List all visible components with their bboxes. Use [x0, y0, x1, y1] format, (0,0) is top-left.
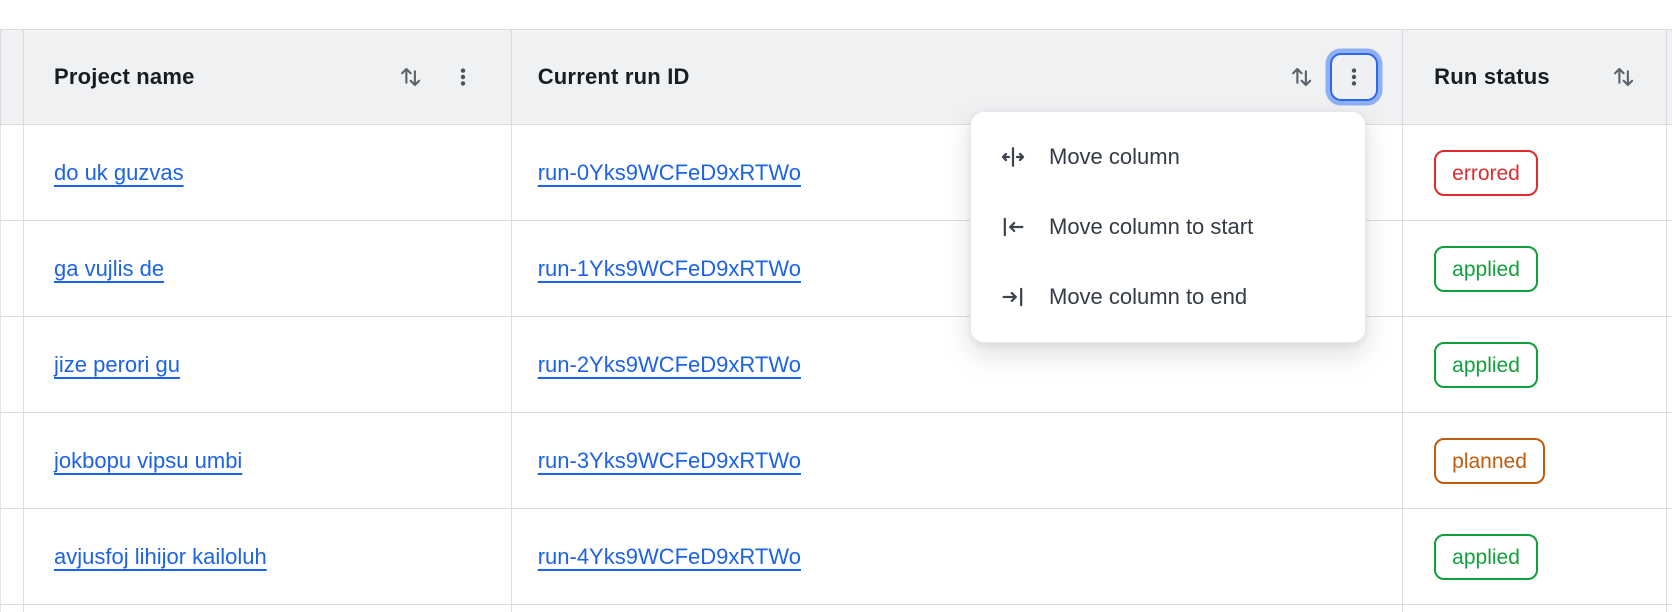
row-spacer-cell: [1, 509, 24, 604]
row-spacer-cell: [1, 221, 24, 316]
move-column-icon: [999, 143, 1027, 171]
project-name-cell: avjusfoj lihijor kailoluh: [24, 509, 512, 604]
row-spacer-cell: [1, 317, 24, 412]
run-status-cell: planned: [1403, 413, 1668, 508]
table-row: avjusfoj lihijor kailoluh run-4Yks9WCFeD…: [0, 509, 1672, 605]
run-id-link[interactable]: run-3Yks9WCFeD9xRTWo: [537, 447, 801, 473]
sort-arrows-icon: [396, 62, 426, 92]
column-title-project-name: Project name: [53, 64, 195, 89]
header-cell-current-run-id: Current run ID: [512, 30, 1404, 124]
row-overflow-cell: [1667, 509, 1672, 604]
column-menu-button-current-run-id[interactable]: [1330, 53, 1379, 101]
status-badge: errored: [1434, 149, 1538, 196]
table-row: do uk guzvas run-0Yks9WCFeD9xRTWo errore…: [0, 125, 1672, 221]
status-badge: applied: [1434, 341, 1538, 388]
table-body: do uk guzvas run-0Yks9WCFeD9xRTWo errore…: [0, 125, 1672, 605]
project-link[interactable]: do uk guzvas: [53, 159, 184, 185]
project-name-cell: do uk guzvas: [24, 125, 512, 220]
project-name-cell: ga vujlis de: [24, 221, 512, 316]
status-badge: applied: [1434, 533, 1538, 580]
project-link[interactable]: avjusfoj lihijor kailoluh: [53, 543, 267, 569]
move-column-to-end-icon: [999, 283, 1027, 311]
table-row: jokbopu vipsu umbi run-3Yks9WCFeD9xRTWo …: [0, 413, 1672, 509]
run-id-link[interactable]: run-4Yks9WCFeD9xRTWo: [537, 543, 801, 569]
project-name-cell: jize perori gu: [24, 317, 512, 412]
status-badge: planned: [1434, 437, 1545, 484]
sort-arrows-icon: [1287, 62, 1317, 92]
data-table: Project name: [0, 29, 1672, 612]
header-cell-run-status: Run status: [1403, 30, 1668, 124]
project-link[interactable]: jize perori gu: [53, 351, 180, 377]
row-overflow-cell: [1667, 125, 1672, 220]
row-spacer-cell: [1, 413, 24, 508]
table-header-row: Project name: [0, 29, 1672, 125]
column-menu-dropdown: Move column Move column to start Move co…: [970, 111, 1366, 343]
run-status-cell: errored: [1403, 125, 1668, 220]
table-row: jize perori gu run-2Yks9WCFeD9xRTWo appl…: [0, 317, 1672, 413]
project-link[interactable]: jokbopu vipsu umbi: [53, 447, 243, 473]
run-id-link[interactable]: run-1Yks9WCFeD9xRTWo: [537, 255, 801, 281]
row-overflow-cell: [1667, 317, 1672, 412]
row-spacer-cell: [1, 125, 24, 220]
row-overflow-cell: [1667, 413, 1672, 508]
column-menu-button-project-name[interactable]: [439, 53, 487, 101]
menu-item-label: Move column: [1049, 144, 1180, 169]
run-status-cell: applied: [1403, 221, 1668, 316]
sort-arrows-icon: [1609, 62, 1639, 92]
run-id-link[interactable]: run-0Yks9WCFeD9xRTWo: [537, 159, 801, 185]
sort-button-current-run-id[interactable]: [1278, 53, 1326, 101]
run-id-cell: run-4Yks9WCFeD9xRTWo: [512, 509, 1404, 604]
run-status-cell: applied: [1403, 509, 1668, 604]
run-id-cell: run-2Yks9WCFeD9xRTWo: [512, 317, 1404, 412]
menu-item-move-column-to-end[interactable]: Move column to end: [971, 262, 1365, 332]
row-overflow-cell: [1667, 221, 1672, 316]
header-cell-project-name: Project name: [24, 30, 512, 124]
kebab-menu-icon: [452, 66, 474, 88]
table-row: ga vujlis de run-1Yks9WCFeD9xRTWo applie…: [0, 221, 1672, 317]
status-badge: applied: [1434, 245, 1538, 292]
run-status-cell: applied: [1403, 317, 1668, 412]
project-link[interactable]: ga vujlis de: [53, 255, 165, 281]
run-id-cell: run-1Yks9WCFeD9xRTWo: [512, 221, 1404, 316]
menu-item-move-column-to-start[interactable]: Move column to start: [971, 192, 1365, 262]
run-id-link[interactable]: run-2Yks9WCFeD9xRTWo: [537, 351, 801, 377]
sort-button-project-name[interactable]: [387, 53, 435, 101]
menu-item-move-column[interactable]: Move column: [971, 122, 1365, 192]
sort-button-run-status[interactable]: [1600, 53, 1648, 101]
header-cell-spacer: [1, 30, 24, 124]
menu-item-label: Move column to end: [1049, 284, 1248, 309]
run-id-cell: run-0Yks9WCFeD9xRTWo: [512, 125, 1404, 220]
project-name-cell: jokbopu vipsu umbi: [24, 413, 512, 508]
column-title-run-status: Run status: [1434, 64, 1550, 89]
kebab-menu-icon: [1343, 66, 1365, 88]
menu-item-label: Move column to start: [1049, 214, 1254, 239]
header-cell-overflow: [1667, 30, 1672, 124]
move-column-to-start-icon: [999, 213, 1027, 241]
column-title-current-run-id: Current run ID: [537, 64, 690, 89]
run-id-cell: run-3Yks9WCFeD9xRTWo: [512, 413, 1404, 508]
table-row-partial: [0, 605, 1672, 612]
